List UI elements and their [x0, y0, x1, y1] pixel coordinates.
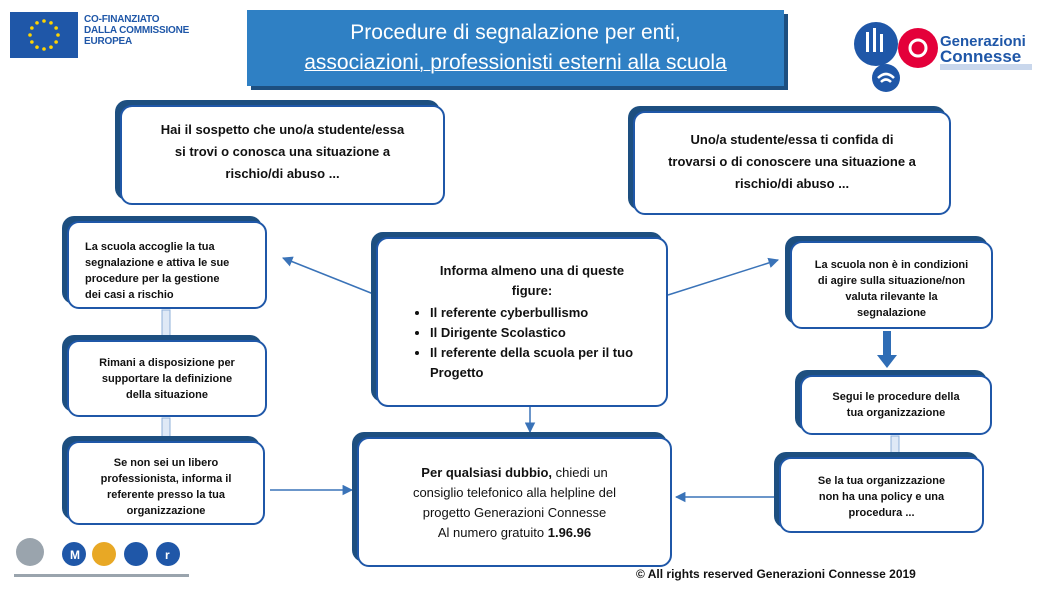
svg-text:M: M: [70, 548, 80, 562]
box-line: progetto Generazioni Connesse: [422, 505, 607, 520]
suspicion-box: Hai il sospetto che uno/a studente/essa …: [120, 105, 445, 205]
school-accepts-box: La scuola accoglie la tua segnalazione e…: [67, 221, 267, 309]
eu-stars-icon: [28, 19, 60, 51]
box-line: Uno/a studente/essa ti confida di: [690, 132, 894, 147]
arrow-right-1-to-2: [877, 355, 897, 368]
brand-name: Generazioni Connesse: [940, 33, 1035, 66]
box-line: Se la tua organizzazione: [817, 475, 946, 487]
helpline-number-label: Al numero gratuito: [437, 525, 548, 540]
box-line: professionista, informa il: [100, 473, 232, 485]
figures-list: Il referente cyberbullismo Il Dirigente …: [410, 303, 654, 383]
helpline-emphasis: Per qualsiasi dubbio,: [421, 465, 553, 480]
box-line: consiglio telefonico alla helpline del: [412, 485, 617, 500]
box-line: valuta rilevante la: [845, 291, 938, 303]
generazioni-connesse-logo: [854, 22, 938, 92]
box-line: di agire sulla situazione/non: [817, 275, 966, 287]
eu-star: [54, 40, 58, 44]
school-cannot-act-box: La scuola non è in condizioni di agire s…: [790, 241, 993, 329]
eu-label-line: EUROPEA: [84, 36, 133, 47]
connector-left-2-3: [161, 417, 171, 441]
box-line: La scuola accoglie la tua: [85, 241, 215, 253]
connector-left-1-2: [161, 309, 171, 341]
box-line: segnalazione: [856, 307, 927, 319]
list-item: Il referente della scuola per il tuo Pro…: [430, 343, 654, 383]
box-line: organizzazione: [126, 505, 206, 517]
ministry-emblem-icon: [16, 538, 44, 566]
eu-label-line: CO-FINANZIATO: [84, 14, 160, 25]
box-line: non ha una policy e una: [818, 491, 945, 503]
eu-star: [49, 21, 53, 25]
box-line: Se non sei un libero: [113, 457, 219, 469]
eu-star: [56, 33, 60, 37]
helpline-box: Per qualsiasi dubbio, chiedi un consigli…: [357, 437, 672, 567]
eu-cofunding-label: CO-FINANZIATO DALLA COMMISSIONE EUROPEA: [84, 14, 234, 47]
helpline-number: 1.96.96: [547, 525, 592, 540]
eu-star: [30, 26, 34, 30]
box-line: trovarsi o di conoscere una situazione a: [668, 154, 916, 169]
eu-star: [35, 45, 39, 49]
inform-referent-box: Se non sei un libero professionista, inf…: [67, 441, 265, 525]
eu-star: [35, 21, 39, 25]
box-line: referente presso la tua: [107, 489, 225, 501]
page-title: Procedure di segnalazione per enti, asso…: [247, 10, 784, 86]
svg-text:r: r: [165, 548, 170, 562]
eu-star: [42, 19, 46, 23]
helpline-text: chiedi un: [552, 465, 608, 480]
eu-star: [49, 45, 53, 49]
box-line: procedure per la gestione: [85, 273, 220, 285]
arrow-to-left-1: [282, 256, 377, 296]
confided-box: Uno/a studente/essa ti confida di trovar…: [633, 111, 951, 215]
brand-tagline-decoration: [940, 64, 1032, 70]
arrow-to-right-1: [667, 257, 780, 296]
box-line: segnalazione e attiva le sue: [85, 257, 230, 269]
box-line: Per qualsiasi dubbio, chiedi un: [359, 463, 670, 483]
eu-star: [28, 33, 32, 37]
box-line: La scuola non è in condizioni: [814, 259, 969, 271]
connector-right-2-3: [890, 435, 900, 457]
box-line: rischio/di abuso ...: [734, 176, 850, 191]
box-line: Al numero gratuito 1.96.96: [359, 523, 670, 543]
box-line: Hai il sospetto che uno/a studente/essa: [160, 122, 405, 137]
center-heading-line: Informa almeno una di queste: [439, 263, 625, 278]
no-policy-box: Se la tua organizzazione non ha una poli…: [779, 457, 984, 533]
remain-available-box: Rimani a disposizione per supportare la …: [67, 340, 267, 417]
title-line-2: associazioni, professionisti esterni all…: [304, 51, 727, 74]
ministry-partner-logos: M r: [14, 538, 189, 577]
list-item: Il Dirigente Scolastico: [430, 323, 654, 343]
eu-label-line: DALLA COMMISSIONE: [84, 25, 190, 36]
box-line: tua organizzazione: [846, 407, 946, 419]
eu-star: [30, 40, 34, 44]
eu-star: [42, 47, 46, 51]
box-line: supportare la definizione: [101, 373, 233, 385]
eu-star: [54, 26, 58, 30]
copyright-footer: © All rights reserved Generazioni Connes…: [636, 567, 916, 581]
box-line: rischio/di abuso ...: [225, 166, 340, 181]
box-line: Segui le procedure della: [832, 391, 960, 403]
brand-line-1: Generazioni: [940, 33, 1026, 50]
box-line: si trovi o conosca una situazione a: [174, 144, 391, 159]
box-line: della situazione: [126, 389, 208, 401]
brand-line-2: Connesse: [940, 47, 1022, 66]
box-line: dei casi a rischio: [85, 289, 174, 301]
title-line-1: Procedure di segnalazione per enti,: [350, 21, 681, 44]
list-item: Il referente cyberbullismo: [430, 303, 654, 323]
inform-figures-box: Informa almeno una di queste figure: Il …: [376, 237, 668, 407]
follow-procedures-box: Segui le procedure della tua organizzazi…: [800, 375, 992, 435]
center-heading-line: figure:: [511, 283, 553, 298]
eu-flag-logo: [10, 12, 78, 58]
box-line: procedura ...: [848, 507, 915, 519]
box-line: Rimani a disposizione per: [99, 357, 235, 369]
